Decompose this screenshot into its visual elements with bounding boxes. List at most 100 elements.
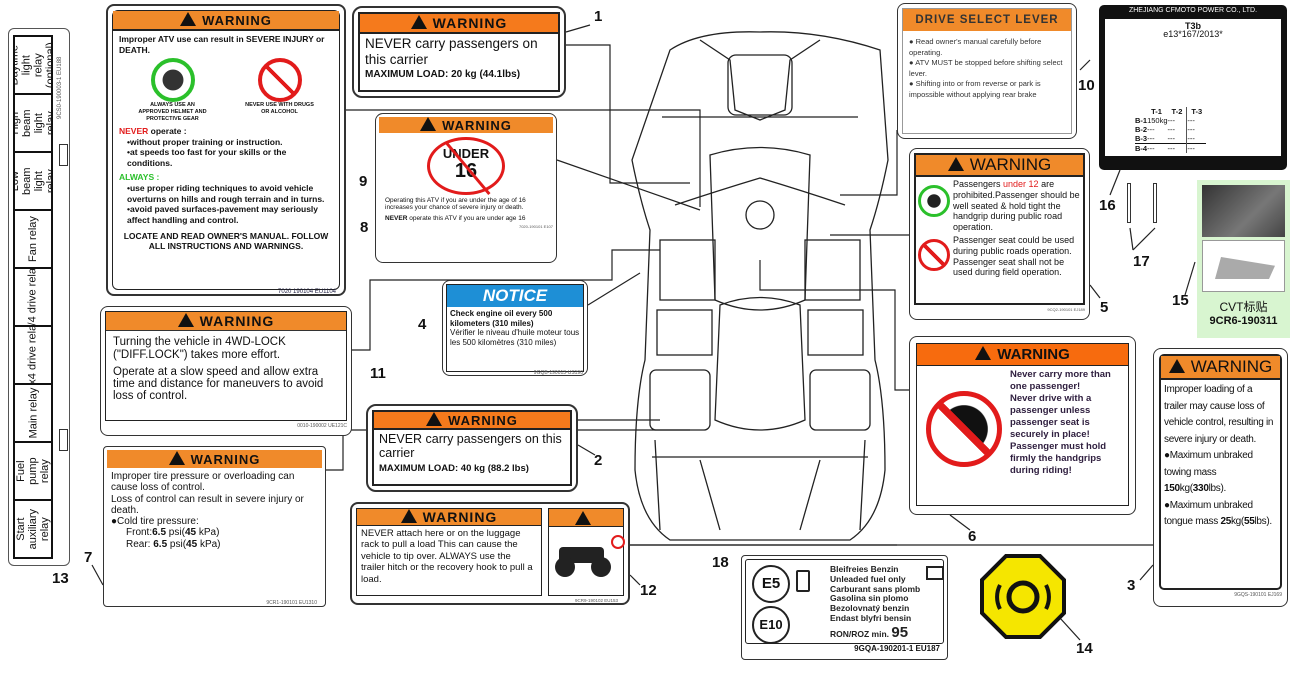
label-title: DRIVE SELECT LEVER [903, 9, 1071, 31]
e5-badge: E5 [752, 565, 790, 603]
relay-cell: Fan relay [26, 216, 39, 262]
relay-cell: Main relay [26, 387, 39, 439]
passenger-ok-icon [918, 185, 950, 217]
passenger-prohibited-icon [918, 238, 950, 271]
relay-label: Daytime light relay (optional) High beam… [8, 28, 70, 566]
warning-title: WARNING [190, 452, 261, 467]
list-item: ATV MUST be stopped before shifting sele… [909, 58, 1063, 78]
relay-cell: Low beam light relay [15, 167, 51, 195]
warning-triangle-icon [180, 12, 197, 26]
part-code: 9CQ2-190101 EJ189 [1047, 307, 1085, 312]
callout-6: 6 [968, 528, 977, 545]
warning-text: NEVER carry passengers on this carrier [379, 432, 562, 461]
cvt-label-name: CVT标贴 [1219, 300, 1268, 314]
warning-label-rear-carrier: WARNING NEVER carry passengers on this c… [366, 404, 578, 492]
approval-number: e13*167/2013* [1163, 29, 1223, 39]
warning-text: Turning the vehicle in 4WD-LOCK ("DIFF.L… [113, 336, 286, 361]
always-heading: ALWAYS : [119, 172, 160, 183]
warning-title: WARNING [1190, 357, 1273, 376]
warning-text: operate this ATV if you are under age 16 [407, 214, 526, 222]
warning-label-under-16: WARNING UNDER 16 Operating this ATV if y… [375, 113, 557, 263]
callout-16: 16 [1099, 197, 1116, 214]
callout-13: 13 [52, 570, 69, 587]
warning-text: Operating this ATV if you are under the … [385, 197, 526, 212]
never-heading: NEVER [119, 125, 149, 136]
part-code: 9GQS-190101 EJ169 [1234, 592, 1282, 598]
list-item: Shifting into or from reverse or park is… [909, 79, 1041, 99]
warning-title: WARNING [422, 509, 498, 525]
callout-18: 18 [712, 554, 729, 571]
callout-11: 11 [370, 365, 386, 382]
part-code: 7020 190104 EU1104 [278, 289, 336, 295]
relay-cell: Fuel pump relay [15, 457, 51, 485]
max-load-text: MAXIMUM LOAD: 40 kg (88.2 lbs) [379, 462, 529, 474]
warning-title: WARNING [432, 15, 508, 31]
notice-text-fr: Vérifier le niveau d'huile moteur tous l… [450, 328, 580, 347]
warning-title: WARNING [448, 413, 518, 428]
warning-text: NEVER attach here or on the luggage rack… [361, 528, 533, 585]
cvt-sticker-image [1202, 240, 1285, 292]
icon-caption: ALWAYS USE AN APPROVED HELMET AND PROTEC… [138, 102, 207, 122]
warning-label-towing: WARNING NEVER attach here or on the lugg… [350, 502, 630, 605]
warning-title: WARNING [442, 118, 512, 133]
under-16-prohibited-icon: UNDER 16 [427, 137, 505, 196]
icon-caption: NEVER USE WITH DRUGS OR ALCOHOL [245, 102, 314, 116]
callout-15: 15 [1172, 292, 1189, 309]
front-pressure: Front:6.5 psi(45 kPa) [126, 527, 220, 539]
warning-label-front-carrier: WARNING NEVER carry passengers on this c… [352, 6, 566, 98]
warning-label-tire-pressure: WARNING Improper tire pressure or overlo… [103, 446, 326, 607]
drive-select-lever-label: DRIVE SELECT LEVER ● Read owner's manual… [897, 3, 1077, 139]
e10-badge: E10 [752, 606, 790, 644]
never-text: NEVER [385, 214, 408, 222]
atv-top-view-drawing [631, 31, 889, 541]
callout-3: 3 [1127, 577, 1136, 594]
part-code: 9GQA-190201-1 EU187 [854, 644, 940, 653]
rear-pressure: Rear: 6.5 psi(45 kPa) [126, 538, 221, 550]
notice-label-engine-oil: NOTICE Check engine oil every 500 kilome… [442, 280, 588, 376]
part-code: 9CR1-190101 EU1310 [266, 600, 317, 606]
warning-text: Passenger seat could be used during publ… [953, 234, 1075, 278]
relay-code: 9CS0-190003-1 EU188 [57, 56, 63, 119]
relay-cell: 2/4 drive relay [26, 269, 39, 327]
warning-title: WARNING [199, 313, 275, 329]
list-item: use proper riding techniques to avoid ve… [127, 183, 325, 204]
manual-book-icon [926, 566, 944, 580]
part-code: 7020-190101 E107 [518, 224, 553, 230]
callout-4: 4 [418, 316, 427, 333]
rivet-icon [1127, 183, 1131, 223]
warning-text: Loss of control can result in severe inj… [111, 493, 304, 516]
callout-7: 7 [84, 549, 93, 566]
helmet-ok-icon [150, 58, 195, 103]
warning-label-trailer-loading: WARNING Improper loading of a trailer ma… [1153, 348, 1288, 607]
part-code: 0010-190002 UE121C [297, 423, 347, 429]
relay-cell: Start auxiliary relay [15, 508, 51, 550]
part-code: 9GQB-190013-US190 [533, 370, 583, 376]
relay-cell: High beam light relay [15, 109, 51, 137]
list-item: Read owner's manual carefully before ope… [909, 37, 1042, 57]
warning-title: WARNING [202, 13, 272, 28]
relay-cell: 4x4 drive relay [26, 327, 39, 385]
atv-towing-icon [549, 527, 625, 595]
part-code: 9CR9-190102 EU153 [574, 598, 618, 603]
fuel-pump-icon [796, 570, 810, 592]
callout-8: 8 [360, 219, 369, 236]
warning-title: WARNING [997, 346, 1070, 363]
max-load-text: MAXIMUM LOAD: 20 kg (44.1lbs) [365, 69, 521, 81]
callout-9: 9 [359, 173, 368, 190]
notice-title: NOTICE [447, 285, 583, 307]
cvt-label-panel: CVT标贴 9CR6-190311 [1197, 180, 1290, 338]
list-item: at speeds too fast for your skills or th… [127, 147, 287, 168]
ron-value: 95 [891, 623, 909, 641]
no-multiple-passengers-icon [926, 391, 1002, 467]
footer-text: LOCATE AND READ OWNER'S MANUAL. FOLLOW A… [123, 230, 329, 252]
tongue-mass: ●Maximum unbraked tongue mass 25kg(55lbs… [1164, 499, 1272, 528]
list-item: avoid paved surfaces-pavement may seriou… [127, 204, 319, 225]
notice-text-en: Check engine oil every 500 kilometers (3… [450, 309, 553, 328]
warning-triangle-icon [575, 511, 591, 525]
warning-label-atv-use: WARNING Improper ATV use can result in S… [106, 4, 346, 296]
rivet-icon [1153, 183, 1157, 223]
cvt-label-code: 9CR6-190311 [1209, 315, 1278, 327]
